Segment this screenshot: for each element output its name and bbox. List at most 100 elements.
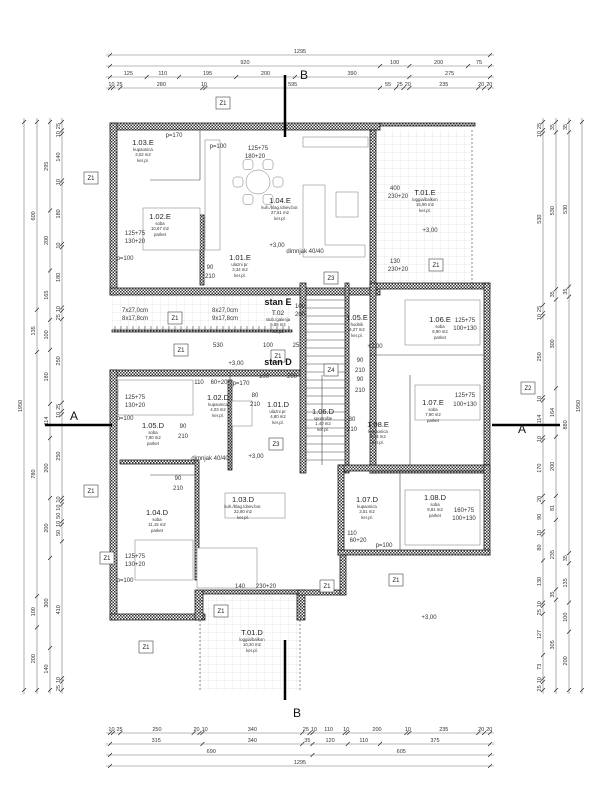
dim-left-4-tick <box>59 181 65 187</box>
tag-label: Z1 <box>142 645 150 651</box>
room-1-03-d-id: 1.03.D <box>232 495 255 504</box>
plan-annotation: 230+20 <box>388 267 409 273</box>
dim-right-2-value: 530 <box>550 206 556 215</box>
dim-bottom-2-value: 375 <box>430 738 439 744</box>
room-1-01-e-id: 1.01.E <box>229 253 251 262</box>
plan-annotation: 210 <box>205 274 216 280</box>
dim-top-3-value: 390 <box>347 71 356 77</box>
dim-left-4-tick <box>59 308 65 314</box>
dim-right-4-tick <box>579 687 585 693</box>
dim-top-4-value: 235 <box>439 82 448 88</box>
tag-box <box>520 381 536 395</box>
section-b-label-top: B <box>300 68 308 82</box>
dim-right-3-tick <box>566 129 572 135</box>
dim-top-3-tick <box>292 74 298 80</box>
dim-bottom-1-value: 10 <box>311 727 317 733</box>
plan-annotation: 125+75 <box>248 146 269 152</box>
room-t-01-d-type: loggia/balkon <box>239 637 265 642</box>
room-1-01-d-area: 4,80 m2 <box>270 414 286 419</box>
wall-segment <box>299 282 307 474</box>
dim-right-1-value: 127 <box>537 630 543 639</box>
tag-box <box>388 573 404 587</box>
dim-right-1-tick <box>540 310 546 316</box>
dim-bottom-1-tick <box>110 730 116 736</box>
wall-segment <box>194 589 204 621</box>
room-1-05-d-floor: parket <box>147 441 160 446</box>
wall-segment <box>483 464 491 556</box>
chair <box>242 159 254 170</box>
dim-left-4-value: 25 <box>56 685 62 691</box>
plan-annotation: 125+75 <box>125 554 146 560</box>
dim-bottom-1-value: 20 <box>478 727 484 733</box>
plan-annotation: 530 <box>213 343 224 349</box>
sofa <box>302 184 366 258</box>
dim-left-3-tick <box>47 208 53 213</box>
plan-annotation: 140 <box>235 584 246 590</box>
plan-annotation: 210 <box>355 368 366 374</box>
dim-right-3-tick <box>566 600 572 605</box>
dim-right-1-value: 130 <box>537 577 543 586</box>
dim-left-3-tick <box>47 495 53 501</box>
room-1-08-d-area: 9,81 m2 <box>427 507 443 512</box>
dim-bottom-1-value: 25 <box>117 727 123 733</box>
wall-segment <box>109 369 301 377</box>
tag-box <box>138 640 154 654</box>
dim-left-2-tick <box>34 687 40 693</box>
dim-left-3-value: 114 <box>44 417 50 426</box>
dim-left-3-value: 140 <box>44 664 50 673</box>
plan-annotation: p=100 <box>117 416 135 422</box>
dim-left-2-tick <box>34 593 40 599</box>
dim-top-1-tick <box>107 52 113 58</box>
dim-right-1-value: 10 <box>537 677 543 683</box>
dim-top-4-value: 55 <box>385 82 391 88</box>
room-1-05-e-floor: ker.pl. <box>351 333 362 338</box>
tag-box <box>173 343 189 357</box>
dim-right-3-tick <box>566 284 572 289</box>
dim-right-2-value: 35 <box>550 291 556 297</box>
dim-right-1-value: 20 <box>537 496 543 502</box>
dim-right-1-tick <box>540 652 546 658</box>
dim-left-2-tick <box>34 349 40 355</box>
room-1-08-e-type: kupaonica <box>368 429 388 434</box>
room-t-01-d-id: T.01.D <box>241 628 263 637</box>
dim-left-4-tick <box>59 241 65 247</box>
dim-top-4-value: 25 <box>117 82 123 88</box>
dim-right-2-tick <box>553 119 559 125</box>
plan-annotation: +3,00 <box>228 361 244 367</box>
dim-right-2-value: 81 <box>550 505 556 511</box>
dim-bottom-2-value: 35 <box>304 738 310 744</box>
dim-right-1-tick <box>540 679 546 685</box>
walls <box>109 122 491 690</box>
room-1-02-d-type: kupaonica <box>208 402 228 407</box>
plan-annotation: 60+20 <box>211 380 229 386</box>
dim-left-2-tick <box>34 625 40 630</box>
plan-annotation: 160+75 <box>454 508 475 514</box>
chair <box>232 176 244 188</box>
tag-label: Z1 <box>323 584 331 590</box>
plan-annotation: 100 <box>263 343 274 349</box>
dim-right-3-tick <box>566 550 572 556</box>
dim-left-4-value: 25 <box>56 314 62 320</box>
dim-left-4-tick <box>59 502 65 507</box>
dim-top-4-value: 10 <box>108 82 114 88</box>
room-1-01-e-area: 3,34 m2 <box>232 267 248 272</box>
room-1-04-e-floor: ker.pl. <box>274 216 285 221</box>
dim-top-2-tick <box>377 63 383 69</box>
dim-right-3-tick <box>566 294 572 300</box>
room-t-01-e-type: loggia/balkon <box>412 197 438 202</box>
tag-box <box>167 311 183 325</box>
plan-annotation: dimnjak 40/40 <box>191 456 229 462</box>
dim-right-1-value: 10 <box>537 530 543 536</box>
tag-box <box>323 271 339 285</box>
dim-right-1-tick <box>540 493 546 498</box>
dim-top-3-tick <box>176 74 182 80</box>
dim-right-2-tick <box>553 130 559 135</box>
dim-right-1-value: 10 <box>537 436 543 442</box>
dim-left-1-tick <box>21 119 27 125</box>
dim-right-1-tick <box>540 687 546 693</box>
dim-bottom-2-value: 120 <box>325 738 334 744</box>
dim-top-4-tick <box>476 85 481 91</box>
tag-label: Z1 <box>392 578 400 584</box>
dim-left-4-value: 180 <box>56 209 62 218</box>
